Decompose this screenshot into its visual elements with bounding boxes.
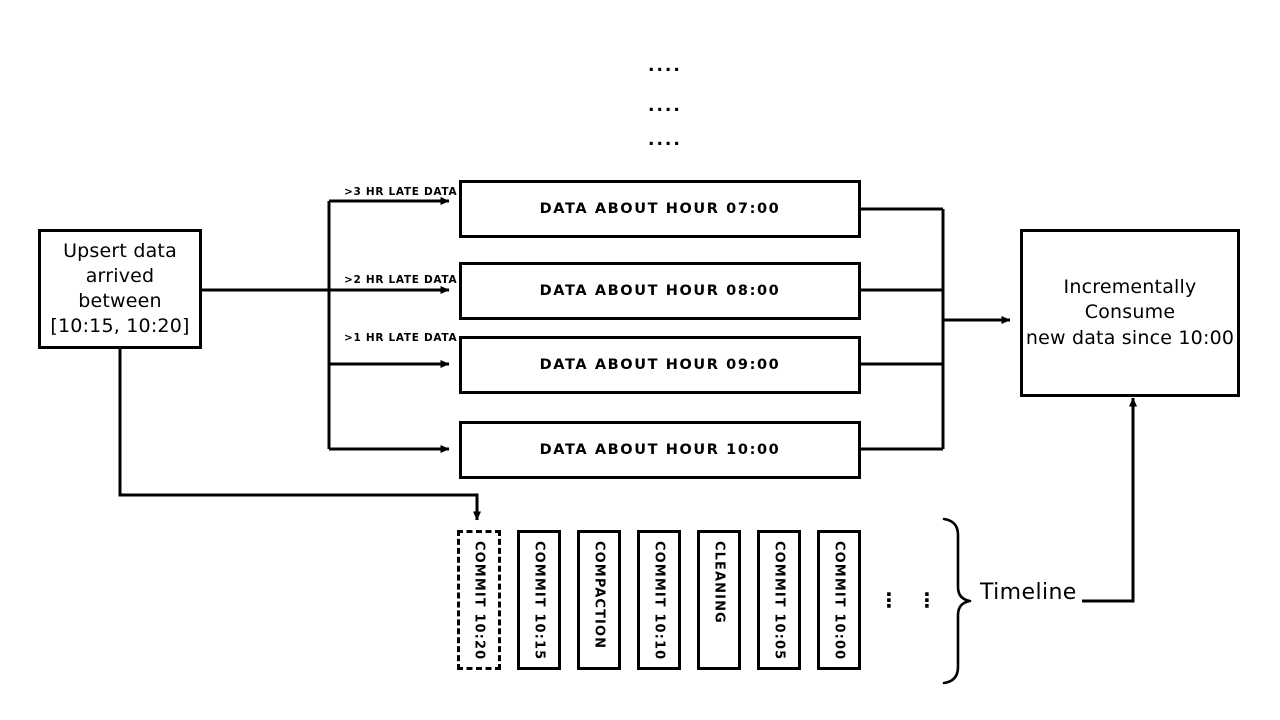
timeline-commit-10-00-label: COMMIT 10:00 xyxy=(831,541,847,661)
incremental-consume-box[interactable]: Incrementally Consume new data since 10:… xyxy=(1020,229,1240,397)
incremental-consume-line-1: Incrementally Consume xyxy=(1063,276,1197,324)
edge-label-late-1hr: >1 HR LATE DATA xyxy=(344,332,458,344)
upsert-source-line-3: [10:15, 10:20] xyxy=(50,315,190,338)
edge-label-late-3hr: >3 HR LATE DATA xyxy=(344,186,458,198)
edge-label-late-2hr: >2 HR LATE DATA xyxy=(344,274,458,286)
incremental-consume-text: Incrementally Consume new data since 10:… xyxy=(1023,275,1237,350)
top-ellipsis-row-2: .... xyxy=(648,96,682,116)
timeline-compaction[interactable]: COMPACTION xyxy=(577,530,621,670)
partition-label-hour-09: DATA ABOUT HOUR 09:00 xyxy=(539,357,781,373)
timeline-commit-10-05[interactable]: COMMIT 10:05 xyxy=(757,530,801,670)
timeline-commit-10-10[interactable]: COMMIT 10:10 xyxy=(637,530,681,670)
upsert-source-text: Upsert data arrived between [10:15, 10:2… xyxy=(41,239,199,339)
timeline-caption: Timeline xyxy=(980,580,1077,605)
wire-timeline-to-consume xyxy=(1082,397,1137,603)
partition-box-hour-07[interactable]: DATA ABOUT HOUR 07:00 xyxy=(459,180,861,238)
timeline-commit-10-00[interactable]: COMMIT 10:00 xyxy=(817,530,861,670)
timeline-commit-10-05-label: COMMIT 10:05 xyxy=(771,541,787,661)
partition-box-hour-08[interactable]: DATA ABOUT HOUR 08:00 xyxy=(459,262,861,320)
upsert-source-line-2: arrived between xyxy=(78,264,162,312)
timeline-commit-10-15[interactable]: COMMIT 10:15 xyxy=(517,530,561,670)
timeline-commit-10-20-label: COMMIT 10:20 xyxy=(471,541,487,661)
top-ellipsis-row-3: .... xyxy=(648,130,682,150)
top-ellipsis-row-1: .... xyxy=(648,56,682,76)
partition-label-hour-07: DATA ABOUT HOUR 07:00 xyxy=(539,201,781,217)
timeline-ellipsis-2: ⋮ xyxy=(917,588,937,612)
timeline-ellipsis-1: ⋮ xyxy=(879,588,899,612)
timeline-brace xyxy=(942,517,972,685)
timeline-compaction-label: COMPACTION xyxy=(591,541,607,650)
upsert-source-box[interactable]: Upsert data arrived between [10:15, 10:2… xyxy=(38,229,202,349)
partition-label-hour-08: DATA ABOUT HOUR 08:00 xyxy=(539,283,781,299)
timeline-cleaning-label: CLEANING xyxy=(711,541,727,624)
partition-label-hour-10: DATA ABOUT HOUR 10:00 xyxy=(539,442,781,458)
timeline-commit-10-20[interactable]: COMMIT 10:20 xyxy=(457,530,501,670)
incremental-consume-line-2: new data since 10:00 xyxy=(1025,326,1235,349)
partition-box-hour-10[interactable]: DATA ABOUT HOUR 10:00 xyxy=(459,421,861,479)
timeline-cleaning[interactable]: CLEANING xyxy=(697,530,741,670)
timeline-commit-10-10-label: COMMIT 10:10 xyxy=(651,541,667,661)
timeline-commit-10-15-label: COMMIT 10:15 xyxy=(531,541,547,661)
wire-source-to-commit xyxy=(118,349,481,521)
partition-box-hour-09[interactable]: DATA ABOUT HOUR 09:00 xyxy=(459,336,861,394)
upsert-source-line-1: Upsert data xyxy=(63,239,177,262)
